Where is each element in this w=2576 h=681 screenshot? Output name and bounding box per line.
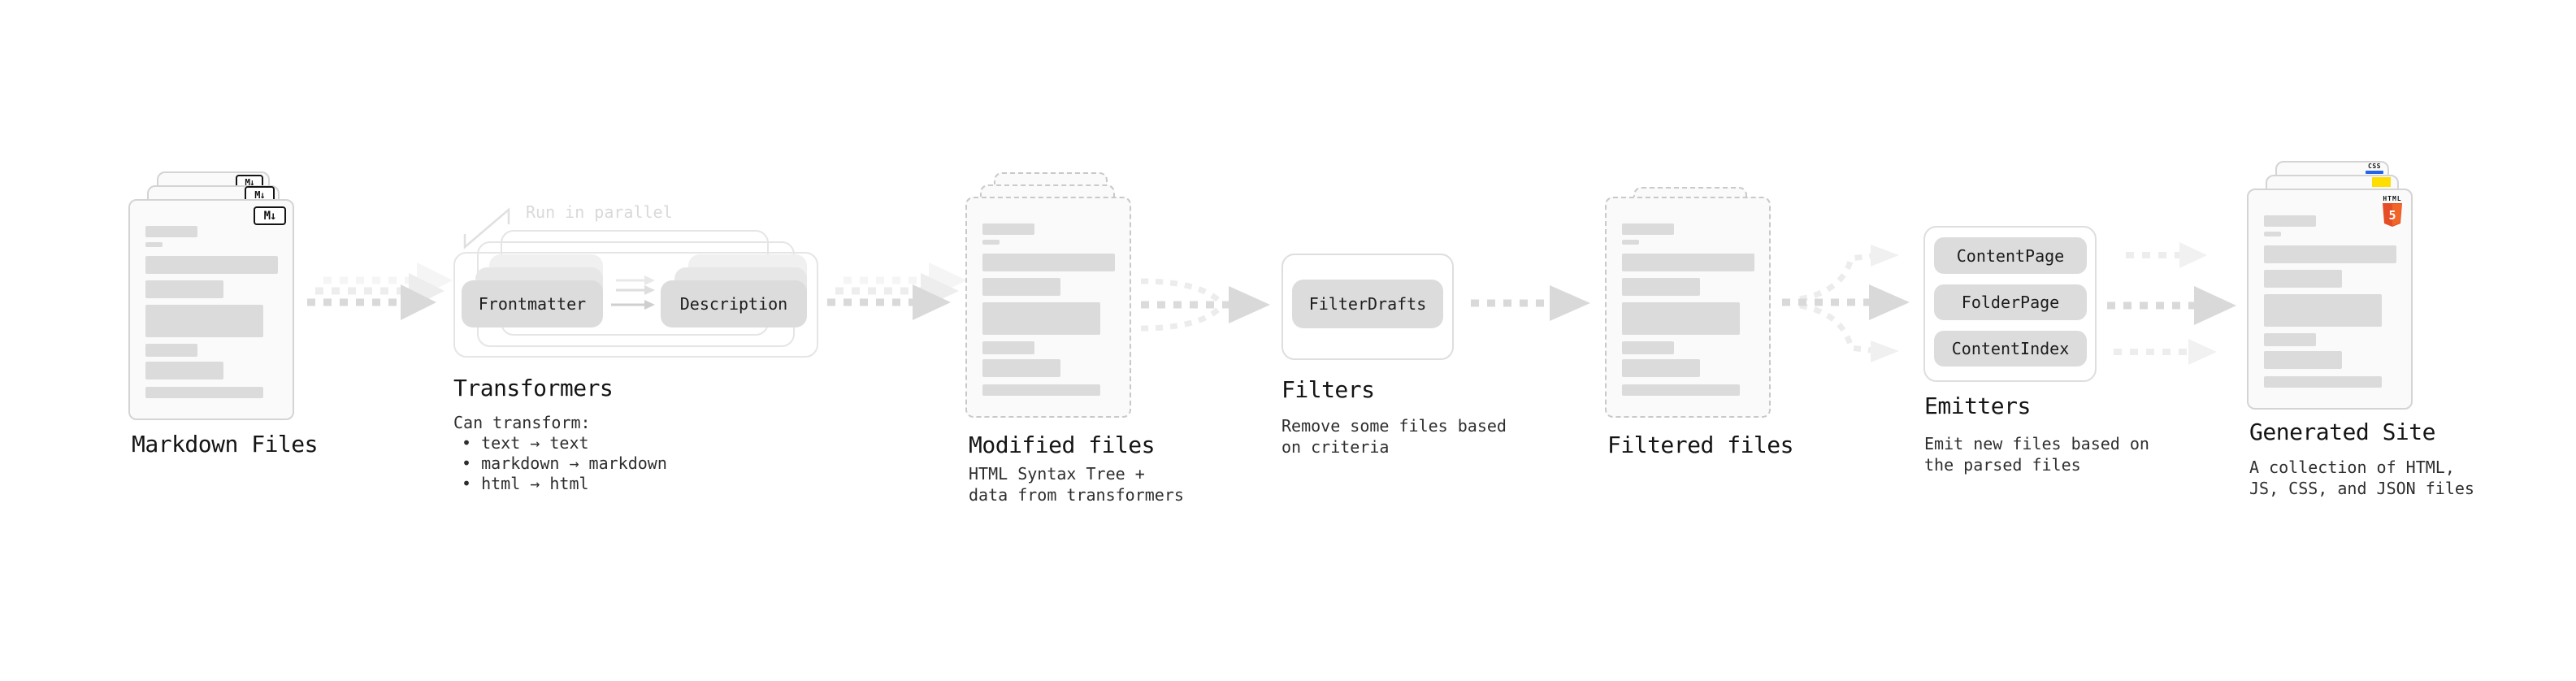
- text-line-placeholder: [1622, 384, 1740, 396]
- text-line-placeholder: [145, 256, 278, 274]
- markdown-files-title: Markdown Files: [132, 431, 319, 458]
- description-line: • text → text: [462, 433, 589, 453]
- html5-icon-label: HTML: [2383, 195, 2402, 202]
- css-icon-label: CSS: [2368, 163, 2381, 170]
- text-line-placeholder: [2264, 232, 2281, 236]
- markdown-file-front: [128, 199, 294, 420]
- css-icon: CSS: [2366, 163, 2383, 174]
- text-line-placeholder: [145, 344, 197, 357]
- emitters-description: Emit new files based on the parsed files: [1924, 433, 2149, 475]
- description-line: • markdown → markdown: [462, 453, 667, 473]
- text-line-placeholder: [1622, 278, 1700, 296]
- html5-shield-number: 5: [2388, 208, 2396, 223]
- text-line-placeholder: [2264, 245, 2396, 263]
- text-line-placeholder: [982, 254, 1115, 271]
- text-line-placeholder: [145, 362, 223, 380]
- text-line-placeholder: [1622, 341, 1674, 354]
- frontmatter-pill: Frontmatter: [462, 280, 603, 327]
- markdown-icon: M↓: [254, 206, 286, 225]
- transformer-pill-arrows: [611, 275, 655, 310]
- emitters-title: Emitters: [1924, 393, 2031, 419]
- text-line-placeholder: [145, 305, 263, 337]
- text-line-placeholder: [982, 359, 1060, 377]
- text-line-placeholder: [2264, 270, 2342, 288]
- run-in-parallel-note: Run in parallel: [526, 202, 673, 222]
- contentpage-pill: ContentPage: [1934, 237, 2087, 274]
- generated-site-description: A collection of HTML, JS, CSS, and JSON …: [2249, 457, 2474, 499]
- filtered-file-front: [1605, 197, 1771, 418]
- folderpage-pill: FolderPage: [1934, 284, 2087, 320]
- text-line-placeholder: [145, 226, 197, 237]
- text-line-placeholder: [982, 278, 1060, 296]
- arrow-transformers-to-modified: [827, 262, 967, 320]
- text-line-placeholder: [1622, 240, 1639, 245]
- description-line: on criteria: [1281, 437, 1390, 457]
- description-line: data from transformers: [969, 485, 1184, 505]
- text-line-placeholder: [982, 341, 1034, 354]
- modified-file-front: [965, 197, 1131, 418]
- text-line-placeholder: [2264, 294, 2382, 327]
- arrow-modified-to-filters: [1140, 278, 1270, 332]
- text-line-placeholder: [982, 240, 1000, 245]
- transformer-box-front: [453, 252, 818, 358]
- js-icon: [2372, 177, 2391, 187]
- generated-file-html: [2247, 189, 2413, 410]
- description-line: HTML Syntax Tree +: [969, 464, 1145, 484]
- description-line: Emit new files based on: [1924, 434, 2149, 453]
- contentindex-pill: ContentIndex: [1934, 331, 2087, 367]
- text-line-placeholder: [145, 280, 223, 298]
- text-line-placeholder: [145, 242, 163, 247]
- arrow-filters-to-filtered: [1471, 285, 1590, 321]
- description-line: A collection of HTML,: [2249, 458, 2455, 477]
- css-icon-underline: [2366, 171, 2383, 174]
- filters-title: Filters: [1281, 376, 1375, 403]
- filterdrafts-pill: FilterDrafts: [1292, 280, 1443, 328]
- text-line-placeholder: [1622, 359, 1700, 377]
- text-line-placeholder: [145, 387, 263, 398]
- filters-description: Remove some files based on criteria: [1281, 415, 1507, 458]
- text-line-placeholder: [2264, 215, 2316, 227]
- generated-site-title: Generated Site: [2249, 419, 2436, 445]
- transformers-title: Transformers: [453, 375, 614, 401]
- description-line: Remove some files based: [1281, 416, 1507, 436]
- run-in-parallel-leader-line: [463, 207, 510, 249]
- text-line-placeholder: [2264, 351, 2342, 369]
- text-line-placeholder: [2264, 376, 2382, 388]
- modified-files-description: HTML Syntax Tree + data from transformer…: [969, 463, 1184, 505]
- text-line-placeholder: [1622, 302, 1740, 335]
- text-line-placeholder: [982, 384, 1100, 396]
- description-pill: Description: [661, 280, 807, 327]
- text-line-placeholder: [2264, 333, 2316, 346]
- arrow-emitters-to-generated: [2107, 242, 2236, 365]
- transformers-description: Can transform: • text → text • markdown …: [453, 413, 667, 494]
- arrow-markdown-to-transformers: [307, 262, 453, 320]
- text-line-placeholder: [1622, 254, 1754, 271]
- text-line-placeholder: [982, 302, 1100, 335]
- text-line-placeholder: [982, 223, 1034, 235]
- text-line-placeholder: [1622, 223, 1674, 235]
- description-line: Can transform:: [453, 413, 591, 432]
- modified-files-title: Modified files: [969, 432, 1156, 458]
- html5-shield: 5: [2383, 203, 2402, 227]
- description-line: • html → html: [462, 474, 589, 493]
- arrow-filtered-to-emitters: [1782, 245, 1910, 362]
- html5-icon: HTML 5: [2381, 195, 2404, 229]
- description-line: JS, CSS, and JSON files: [2249, 479, 2474, 498]
- filtered-files-title: Filtered files: [1607, 432, 1794, 458]
- description-line: the parsed files: [1924, 455, 2081, 475]
